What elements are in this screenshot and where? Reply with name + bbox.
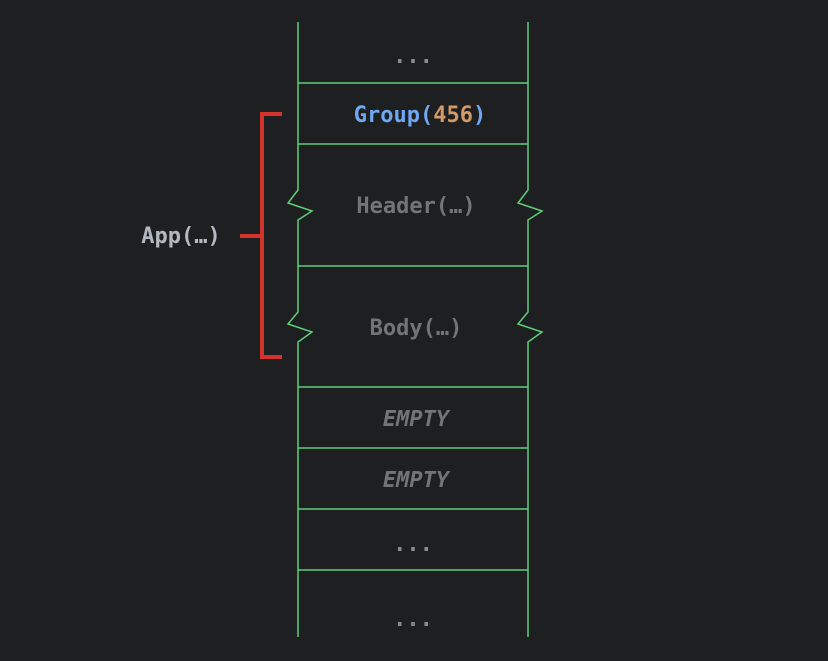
cell-empty-1: EMPTY (383, 407, 451, 432)
group-open-paren: ( (420, 103, 433, 128)
group-close-paren: ) (473, 103, 486, 128)
cell-group: Group(456) (354, 103, 486, 128)
app-bracket (240, 112, 282, 359)
cell-body: Body(…) (370, 316, 463, 341)
group-call: Group (354, 103, 420, 128)
cell-header: Header(…) (356, 194, 475, 219)
group-key: 456 (433, 103, 473, 128)
stack-left-edge (286, 22, 314, 637)
cell-dots-mid: ... (393, 532, 433, 557)
stack-right-edge (516, 22, 544, 637)
cell-empty-2: EMPTY (383, 468, 451, 493)
cell-dots-top: ... (393, 44, 433, 69)
app-label: App(…) (141, 224, 220, 249)
cell-dots-bottom: ... (393, 607, 433, 632)
